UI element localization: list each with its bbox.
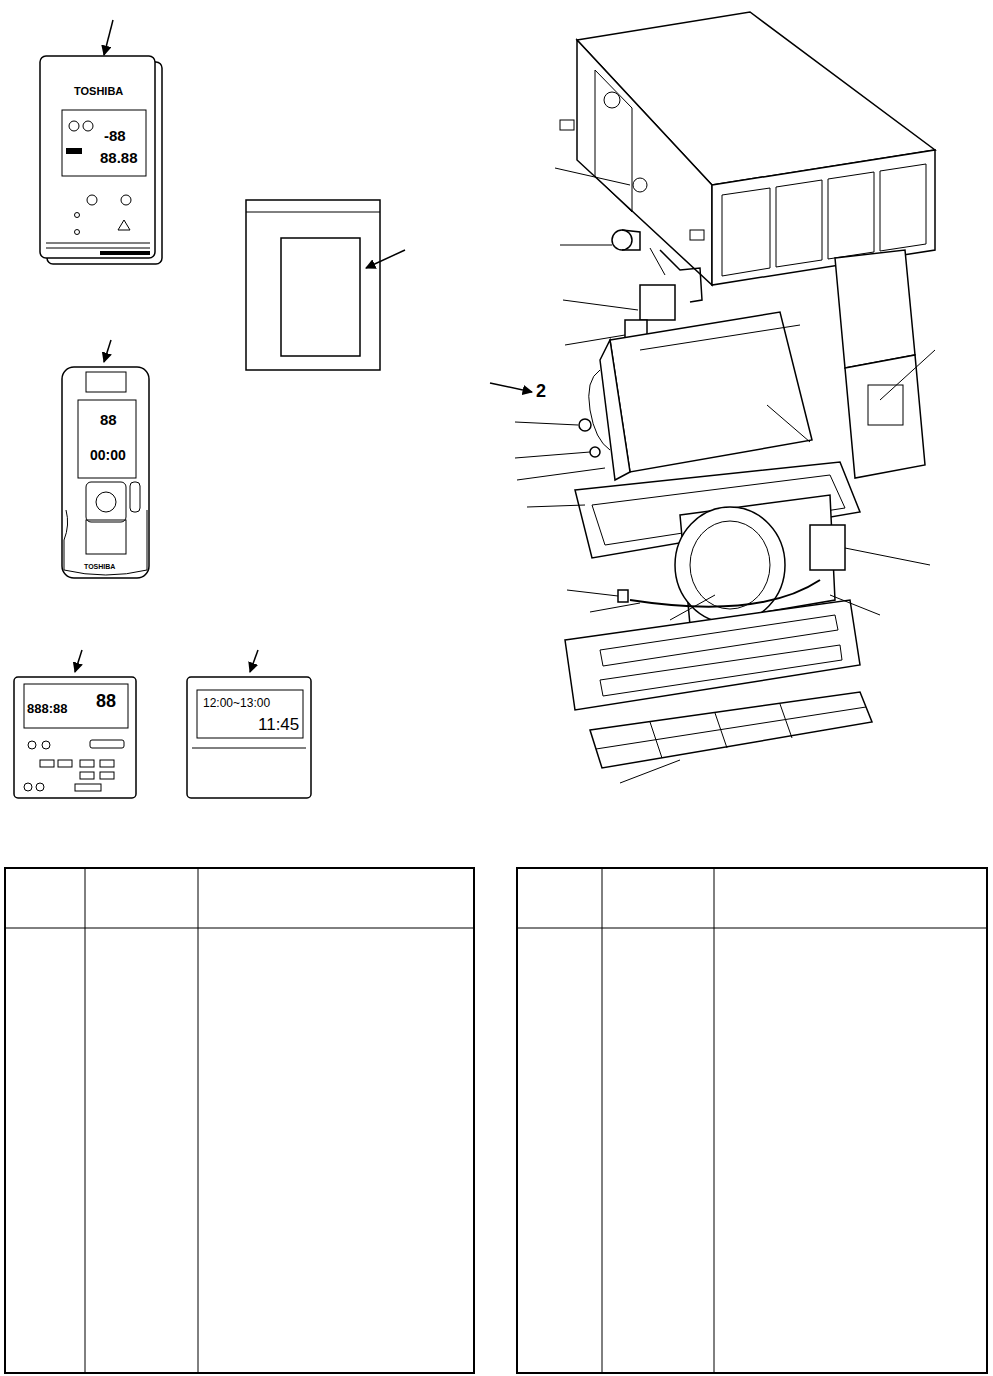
timer-controller bbox=[187, 650, 311, 798]
brand-text: TOSHIBA bbox=[74, 86, 123, 97]
control-box bbox=[835, 250, 925, 478]
manual-bag bbox=[246, 200, 405, 370]
pipes-valve bbox=[612, 230, 702, 340]
display-digits: -88 bbox=[104, 128, 126, 143]
cabinet bbox=[560, 12, 935, 285]
display-digits: 00:00 bbox=[90, 448, 126, 462]
wall-remote bbox=[40, 20, 162, 264]
timer-text: 11:45 bbox=[258, 716, 299, 733]
callout-number: 2 bbox=[536, 382, 546, 400]
display-digits: 88.88 bbox=[100, 150, 138, 165]
parts-table bbox=[5, 868, 987, 1373]
bottom-plate-filter bbox=[565, 600, 872, 768]
display-digits: 88 bbox=[100, 412, 117, 427]
leader-lines bbox=[490, 168, 935, 783]
display-digits: 88 bbox=[96, 692, 116, 710]
brand-text: TOSHIBA bbox=[84, 563, 115, 570]
wireless-remote bbox=[62, 340, 149, 578]
display-digits: 888:88 bbox=[27, 702, 67, 715]
timer-text: 12:00~13:00 bbox=[203, 697, 270, 709]
wired-remote bbox=[14, 650, 136, 798]
